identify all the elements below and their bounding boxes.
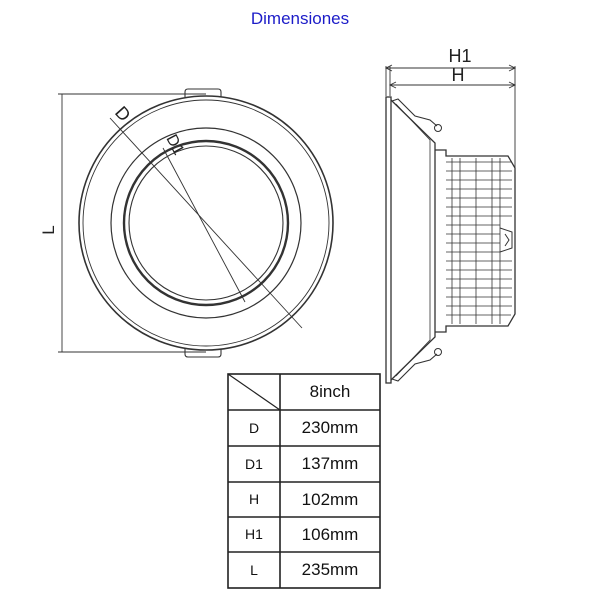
front-view — [58, 88, 334, 358]
bottom-clip-pivot — [434, 348, 442, 356]
spec-table-row: H1 106mm — [228, 517, 380, 552]
bottom-spring-clip — [391, 353, 438, 382]
length-label: L — [39, 225, 58, 234]
cable-entry — [499, 227, 513, 253]
spec-key: H1 — [245, 526, 263, 542]
spec-table-header-row: 8inch — [228, 374, 380, 410]
body-inner-line — [395, 103, 431, 377]
bezel-circle — [110, 127, 302, 319]
spec-table-grid — [227, 373, 381, 589]
overall-height-label: H1 — [448, 46, 471, 66]
trim-flange — [385, 96, 392, 384]
trim-ring-circle — [82, 99, 330, 347]
spec-table-row: D 230mm — [228, 410, 380, 446]
spec-table-row: D1 137mm — [228, 446, 380, 482]
length-dimension — [58, 93, 206, 353]
spec-value: 235mm — [301, 560, 359, 579]
lens-outer-circle — [122, 139, 290, 307]
diameter-label: D — [111, 102, 135, 125]
height-dimensions — [384, 64, 517, 168]
diameter-line — [109, 117, 303, 329]
body-outline — [390, 99, 436, 381]
spec-table: 8inch D 230mm D1 137mm H 102mm H1 106mm … — [228, 374, 380, 588]
spec-table-row: L 235mm — [228, 552, 380, 588]
height-label: H — [452, 65, 465, 85]
spec-value: 230mm — [301, 418, 359, 437]
heatsink-fins — [446, 158, 512, 324]
top-clip-pivot — [434, 124, 442, 132]
spec-key: D — [248, 420, 260, 436]
spec-table-row: H 102mm — [228, 482, 380, 517]
top-clip-shape — [184, 88, 222, 97]
spec-key: L — [250, 562, 258, 578]
side-view — [384, 64, 517, 384]
spec-value: 102mm — [301, 490, 359, 509]
inner-diameter-line — [162, 147, 246, 303]
top-spring-clip — [391, 98, 438, 127]
page-title: Dimensiones — [250, 9, 350, 28]
bottom-clip-shape — [184, 349, 222, 358]
heatsink-outline — [435, 149, 516, 333]
lens-inner-circle — [128, 145, 284, 301]
spec-table-header: 8inch — [309, 382, 351, 401]
outer-rim-circle — [78, 95, 334, 351]
spec-key: D1 — [245, 456, 263, 472]
spec-value: 137mm — [301, 454, 359, 473]
spec-value: 106mm — [301, 525, 359, 544]
spec-key: H — [248, 491, 260, 507]
table-header-diagonal — [227, 373, 281, 411]
